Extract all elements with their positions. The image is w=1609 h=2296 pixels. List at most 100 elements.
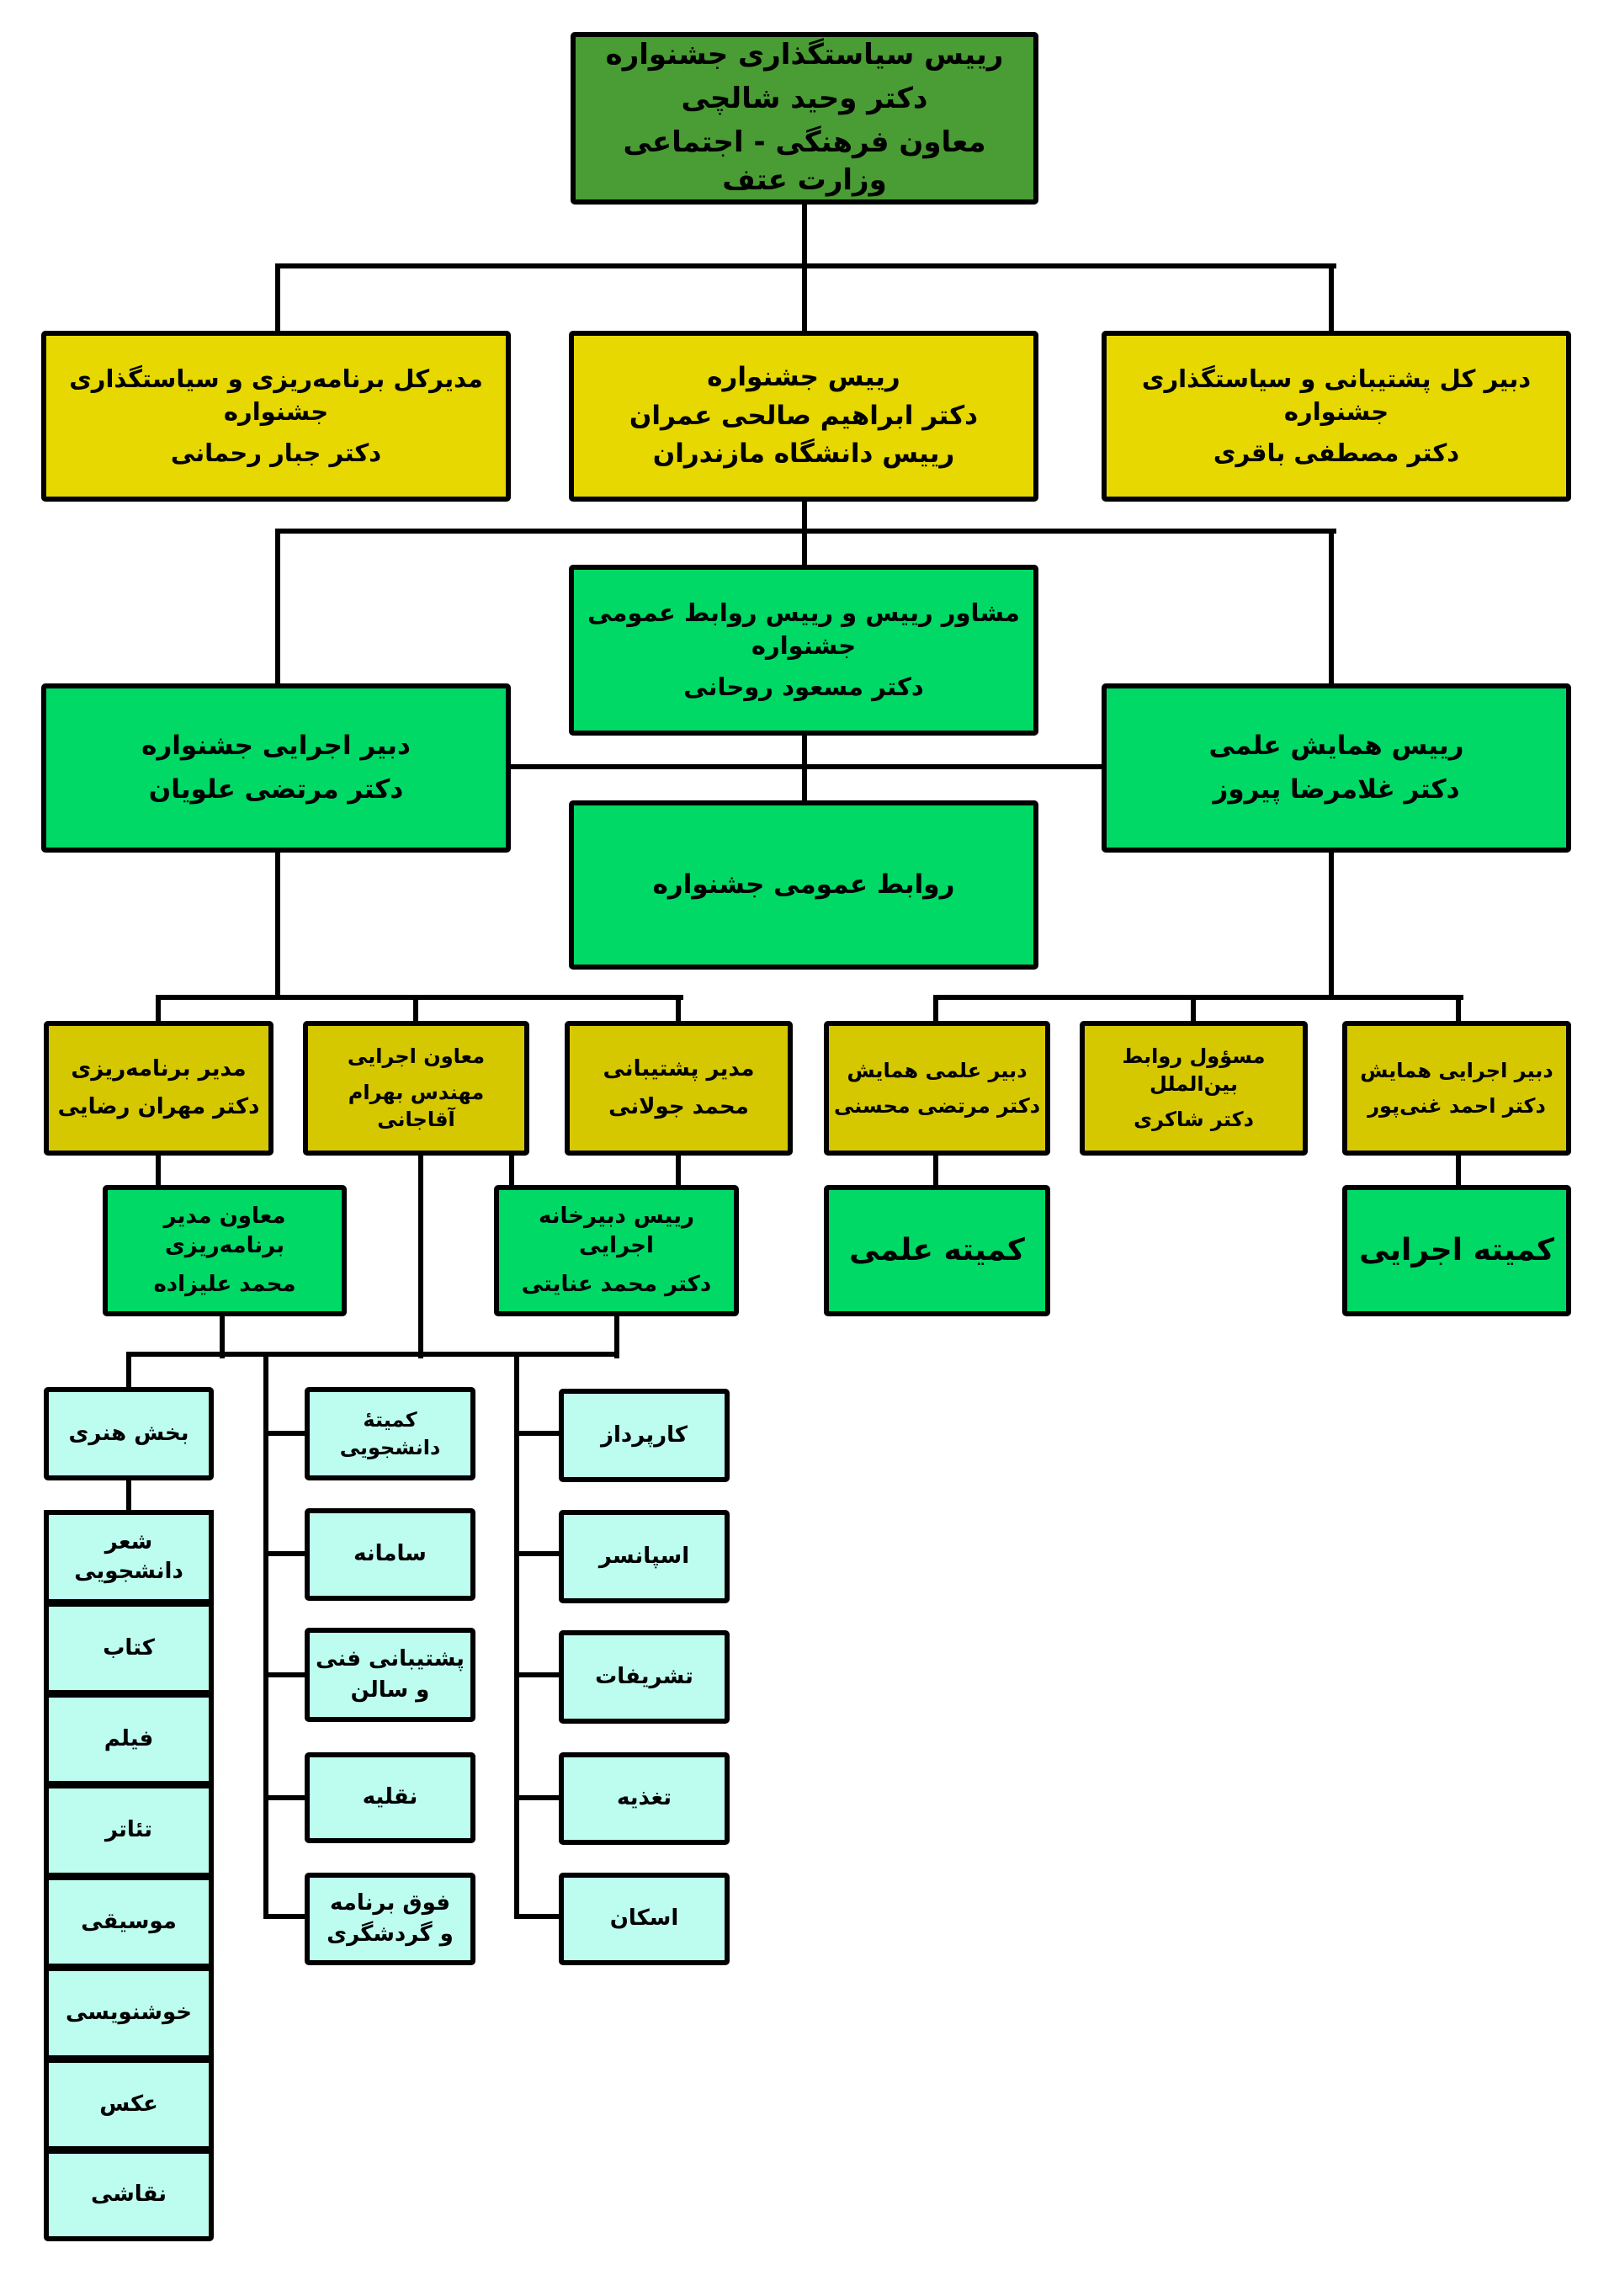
art-item: کتاب xyxy=(44,1602,214,1695)
node-person: دکتر غلامرضا پیروز xyxy=(1213,773,1460,805)
art-item-label: فیلم xyxy=(104,1725,154,1751)
node-title: دبیر اجرایی همایش xyxy=(1360,1058,1553,1082)
node-position: رییس دانشگاه مازندران xyxy=(652,438,955,470)
node-title: سامانه xyxy=(353,1541,427,1567)
node-title: معاون اجرایی xyxy=(347,1044,486,1069)
planning-manager-node: مدیر برنامه‌ریزی دکتر مهران رضایی xyxy=(44,1021,273,1156)
node-title: مدیر پشتیبانی xyxy=(603,1055,755,1082)
scientific-committee-node: کمیته علمی xyxy=(824,1185,1050,1316)
connector xyxy=(514,1795,561,1800)
conference-executive-secretary-node: دبیر اجرایی همایش دکتر احمد غنی‌پور xyxy=(1342,1021,1571,1156)
connector xyxy=(413,995,418,1025)
support-manager-node: مدیر پشتیبانی محمد جولانی xyxy=(565,1021,793,1156)
catering-node: تغذیه xyxy=(559,1752,730,1845)
art-section-node: بخش هنری xyxy=(44,1387,214,1480)
connector xyxy=(263,1551,307,1556)
connector xyxy=(933,995,938,1025)
connector xyxy=(263,1795,307,1800)
node-title-line2: و سالن xyxy=(350,1677,430,1703)
connector xyxy=(126,1352,619,1357)
connector xyxy=(514,1672,561,1677)
connector xyxy=(275,263,1336,268)
connector xyxy=(802,736,807,805)
connector xyxy=(802,502,807,569)
node-title: کمیته اجرایی xyxy=(1359,1232,1554,1268)
node-title: کمیته علمی xyxy=(849,1232,1025,1268)
node-title: رییس دبیرخانه اجرایی xyxy=(538,1204,695,1259)
node-title: مدیرکل برنامه‌ریزی و سیاستگذاری جشنواره xyxy=(69,364,483,426)
node-person: دکتر مرتضی علویان xyxy=(148,773,404,805)
node-title: اسکان xyxy=(609,1905,679,1932)
node-title: تشریفات xyxy=(595,1663,693,1689)
art-item: فیلم xyxy=(44,1693,214,1786)
support-secretary-general-node: دبیر کل پشتیبانی و سیاستگذاری جشنواره دک… xyxy=(1102,331,1571,502)
node-person: دکتر جبار رحمانی xyxy=(170,438,382,468)
connector xyxy=(676,1153,681,1188)
node-person: دکتر ابراهیم صالحی عمران xyxy=(629,400,979,431)
node-title: اسپانسر xyxy=(598,1543,690,1569)
art-item-label: شعر دانشجویی xyxy=(74,1528,183,1584)
connector xyxy=(1329,263,1334,336)
node-person: دکتر مصطفی باقری xyxy=(1213,438,1460,468)
art-item: نقاشی xyxy=(44,2149,214,2241)
conference-scientific-secretary-node: دبیر علمی همایش دکتر مرتضی محسنی xyxy=(824,1021,1050,1156)
node-title: نقلیه xyxy=(362,1784,418,1810)
node-title: رییس همایش علمی xyxy=(1208,730,1464,761)
connector xyxy=(511,764,1105,769)
node-title: رییس جشنواره xyxy=(707,361,900,392)
transport-node: نقلیه xyxy=(305,1752,475,1843)
node-person: دکتر مرتضی محسنی xyxy=(833,1094,1041,1118)
node-title: کمیتهٔ دانشجویی xyxy=(339,1408,441,1459)
public-relations-node: روابط عمومی جشنواره xyxy=(569,800,1038,970)
connector xyxy=(614,1315,619,1358)
connector xyxy=(1329,853,1334,1000)
node-title: دبیر کل پشتیبانی و سیاستگذاری جشنواره xyxy=(1141,364,1532,426)
art-item: خوشنویسی xyxy=(44,1966,214,2060)
node-title: روابط عمومی جشنواره xyxy=(652,869,955,900)
connector xyxy=(1456,1153,1461,1188)
scientific-conference-head-node: رییس همایش علمی دکتر غلامرضا پیروز xyxy=(1102,683,1571,853)
connector xyxy=(1191,995,1196,1025)
art-item: شعر دانشجویی xyxy=(44,1510,214,1604)
node-title: دبیر اجرایی جشنواره xyxy=(141,730,411,761)
connector xyxy=(126,1478,131,1513)
node-title: تغذیه xyxy=(617,1785,672,1811)
connector xyxy=(126,1352,131,1390)
sponsor-node: اسپانسر xyxy=(559,1510,730,1603)
executive-deputy-node: معاون اجرایی مهندس بهرام آقاجانی xyxy=(303,1021,529,1156)
node-title: بخش هنری xyxy=(68,1420,189,1446)
node-title-line2: و گردشگری xyxy=(327,1921,454,1947)
connector xyxy=(514,1352,519,1919)
procurement-node: کارپرداز xyxy=(559,1389,730,1482)
node-title: رییس سیاستگذاری جشنواره xyxy=(605,37,1004,72)
art-item-label: کتاب xyxy=(103,1634,155,1661)
student-committee-node: کمیتهٔ دانشجویی xyxy=(305,1387,475,1480)
festival-policy-head-node: رییس سیاستگذاری جشنواره دکتر وحید شالچی … xyxy=(571,32,1038,205)
connector xyxy=(509,1153,514,1188)
node-position: معاون فرهنگی - اجتماعی وزارت عتف xyxy=(623,125,986,198)
connector xyxy=(676,995,681,1025)
connector xyxy=(263,1914,307,1919)
art-item: موسیقی xyxy=(44,1875,214,1969)
connector xyxy=(418,1153,423,1358)
planning-deputy-node: معاون مدیر برنامه‌ریزی محمد علیزاده xyxy=(103,1185,347,1316)
connector xyxy=(933,995,1463,1000)
connector xyxy=(933,1153,938,1188)
connector xyxy=(1329,529,1334,688)
connector xyxy=(263,1431,307,1436)
connector xyxy=(514,1551,561,1556)
node-title: مشاور رییس و رییس روابط عمومی جشنواره xyxy=(587,598,1020,660)
node-person: دکتر وحید شالچی xyxy=(681,81,928,115)
protocol-node: تشریفات xyxy=(559,1630,730,1724)
connector xyxy=(514,1431,561,1436)
art-item-label: موسیقی xyxy=(81,1908,177,1934)
node-person: دکتر مسعود روحانی xyxy=(683,672,924,702)
connector xyxy=(220,1315,225,1358)
connector xyxy=(275,853,280,1000)
international-relations-node: مسؤول روابط بین‌الملل دکتر شاکری xyxy=(1080,1021,1308,1156)
connector xyxy=(263,1352,268,1919)
connector xyxy=(802,205,807,336)
connector xyxy=(263,1672,307,1677)
node-title: پشتیبانی فنی xyxy=(316,1645,465,1672)
node-title: دبیر علمی همایش xyxy=(847,1058,1028,1082)
